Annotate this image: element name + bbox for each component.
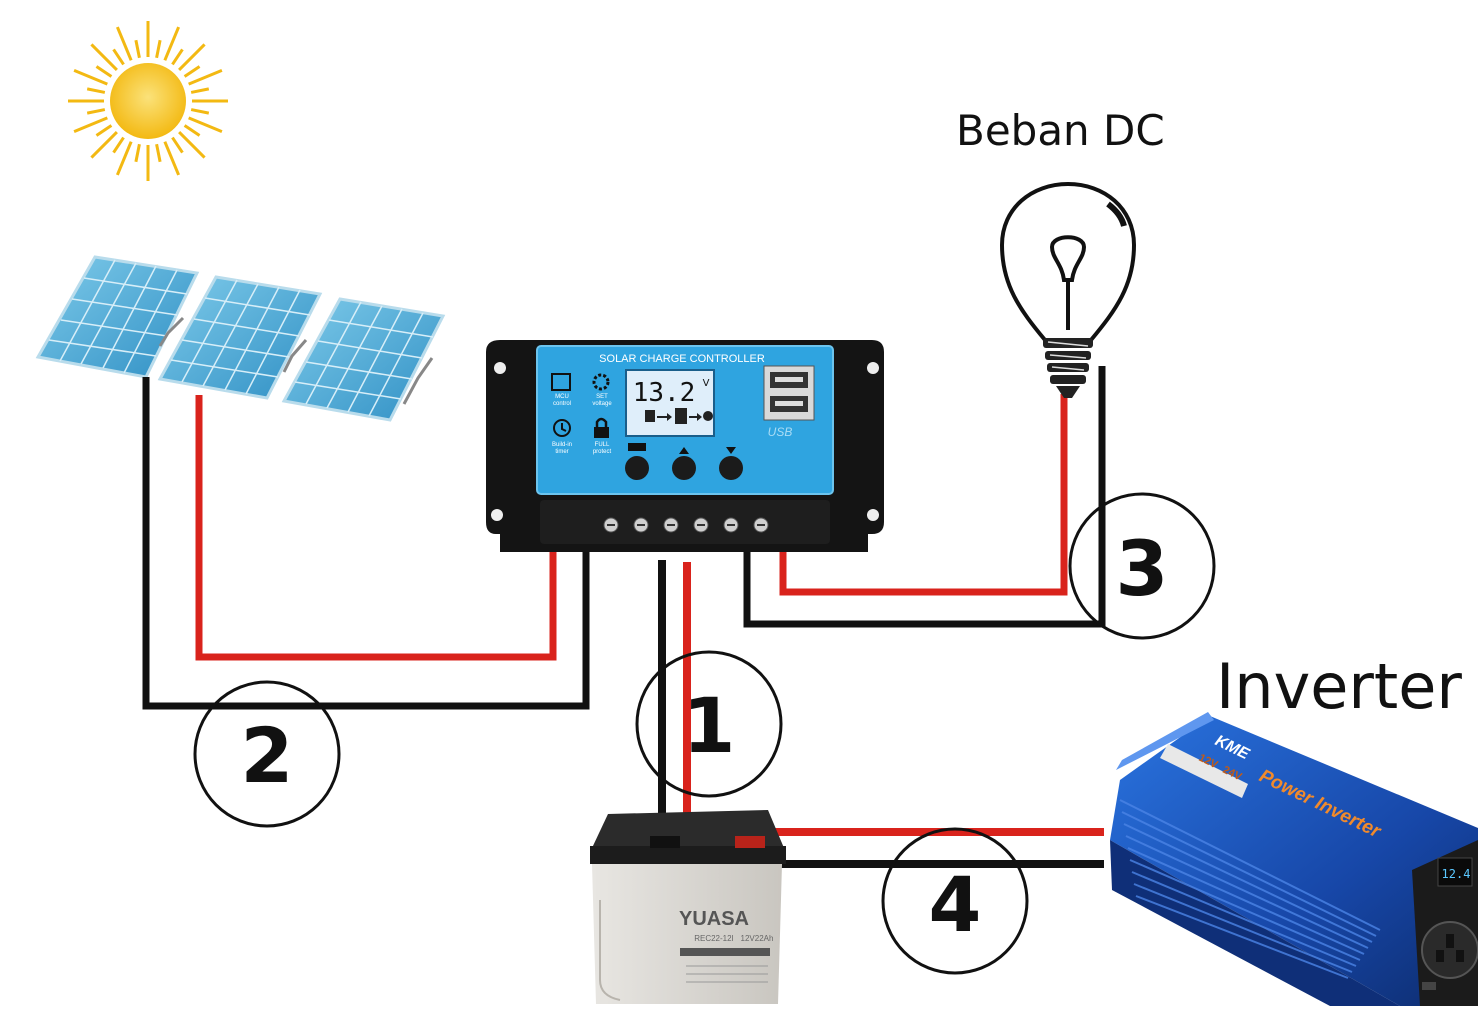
inverter-fin — [1133, 883, 1353, 973]
inverter-fin — [1129, 859, 1361, 961]
inverter-label: Inverter — [1216, 650, 1462, 723]
battery: YUASA REC22-12I 12V22Ah — [590, 810, 786, 1004]
inverter-fin — [1127, 847, 1365, 955]
marker-1: 1 — [635, 650, 783, 798]
sun-ray — [115, 141, 133, 176]
solar-panel-1 — [35, 255, 200, 379]
marker-1-label: 1 — [683, 681, 736, 770]
sun-ray — [95, 124, 113, 137]
controller-button-menu[interactable] — [625, 456, 649, 480]
battery-model: REC22-12I — [694, 934, 734, 943]
wire-load-negative — [743, 366, 1106, 628]
sun-ray — [188, 68, 223, 86]
protect-label-2: protect — [593, 449, 612, 455]
sun-ray — [134, 143, 141, 163]
sun-ray — [86, 87, 106, 94]
controller-title: SOLAR CHARGE CONTROLLER — [599, 353, 765, 365]
sun-ray — [183, 124, 201, 137]
protect-label-1: FULL — [595, 442, 610, 448]
sun-ray — [188, 116, 223, 134]
mcu-label-2: control — [553, 401, 571, 407]
terminal-block — [540, 500, 830, 544]
sun-ray — [155, 39, 162, 59]
inverter-fin — [1125, 835, 1369, 949]
marker-3-label: 3 — [1116, 524, 1169, 613]
power-inverter: 12V 24V KME Power Inverter 12.4 — [1110, 712, 1478, 1006]
lock-icon: FULL protect — [593, 417, 612, 455]
wire-panel-positive — [195, 395, 557, 661]
sun-ray — [73, 68, 108, 86]
sun-ray — [178, 43, 206, 71]
sun-ray — [190, 87, 210, 94]
battery-spec: 12V22Ah — [741, 934, 774, 943]
set-label-1: SET — [596, 394, 608, 400]
sun-ray — [86, 108, 106, 115]
sun-ray — [155, 143, 162, 163]
dc-load-label: Beban DC — [956, 106, 1165, 155]
menu-icon — [628, 443, 646, 451]
sun-icon — [68, 21, 228, 181]
lcd-unit: V — [703, 378, 710, 389]
controller-button-down[interactable] — [719, 456, 743, 480]
sun-ray — [115, 26, 133, 61]
controller-button-up[interactable] — [672, 456, 696, 480]
up-arrow-icon — [679, 447, 689, 454]
sun-ray — [163, 141, 181, 176]
light-bulb-icon — [999, 181, 1137, 398]
set-voltage-icon: SET voltage — [592, 373, 612, 407]
timer-label-2: timer — [555, 449, 568, 455]
wire-panel-negative — [142, 377, 590, 710]
sun-ray — [190, 108, 210, 115]
timer-label-1: Build-in — [552, 442, 572, 448]
inverter-fin — [1119, 799, 1381, 931]
set-label-2: voltage — [592, 401, 612, 407]
sun-ray — [90, 43, 118, 71]
marker-2: 2 — [193, 680, 341, 828]
sun-ray — [95, 65, 113, 78]
solar-charge-controller: SOLAR CHARGE CONTROLLER 13.2 V MCU contr… — [486, 340, 884, 552]
solar-panel-3 — [281, 297, 446, 422]
solar-panel-2 — [157, 275, 323, 400]
marker-4: 4 — [881, 827, 1029, 975]
lcd-voltage: 13.2 — [633, 378, 696, 408]
lcd-display — [625, 369, 715, 437]
sun-ray — [73, 116, 108, 134]
mcu-control-icon: MCU control — [551, 373, 571, 407]
inverter-display: 12.4 — [1442, 867, 1471, 881]
sun-ray — [171, 48, 184, 66]
inverter-fin — [1135, 895, 1349, 979]
ac-outlet — [1421, 921, 1478, 979]
battery-brand: YUASA — [679, 908, 749, 930]
sun-ray — [163, 26, 181, 61]
sun-ray — [178, 131, 206, 159]
usb-ports: USB — [763, 365, 815, 439]
sun-ray — [134, 39, 141, 59]
sun-ray — [90, 131, 118, 159]
sun-ray — [183, 65, 201, 78]
usb-label: USB — [768, 425, 793, 439]
inverter-fin — [1123, 823, 1373, 943]
sun-ray — [112, 136, 125, 154]
terminals — [603, 517, 769, 533]
marker-4-label: 4 — [929, 860, 982, 949]
lcd-flow-icons — [645, 408, 713, 424]
timer-icon: Build-in timer — [552, 419, 572, 455]
solar-panels — [35, 255, 446, 422]
marker-2-label: 2 — [241, 711, 294, 800]
down-arrow-icon — [726, 447, 736, 454]
marker-3: 3 — [1068, 492, 1216, 640]
sun-ray — [171, 136, 184, 154]
connection-markers: 1 2 3 4 — [193, 492, 1216, 975]
wire-load-positive — [779, 394, 1068, 596]
sun-ray — [112, 48, 125, 66]
inverter-fin — [1121, 811, 1377, 937]
mcu-label-1: MCU — [555, 394, 569, 400]
inverter-fin — [1131, 871, 1357, 967]
